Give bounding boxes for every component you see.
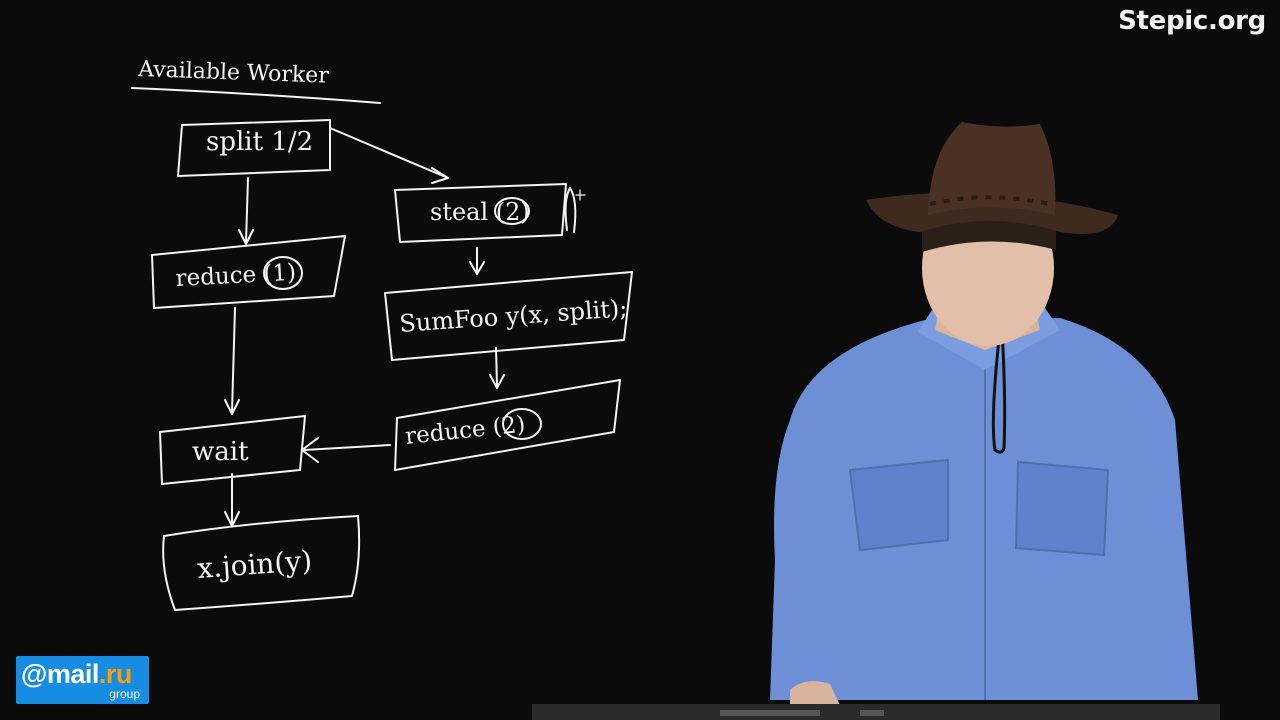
node-split-label: split 1/2 [206,127,313,157]
circle-1-reduce [263,256,303,290]
circle-2-steal [494,197,530,225]
arrow-sumfoo-reduce2 [495,347,498,387]
node-join-label: x.join(y) [196,544,313,585]
presenter-hat-crown [928,122,1056,215]
steal-mark [564,187,577,233]
mail-ru-group-logo: @mail.ru group [16,656,149,704]
wait-box [159,415,306,485]
mail-ru-suffix: .ru [98,659,133,689]
title-underline [131,87,381,104]
sumfoo-box [384,271,633,361]
mail-ru-wordmark: @mail.ru [21,659,132,690]
node-steal-label: steal (2) [430,198,530,226]
arrow-split-reduce1 [245,177,249,243]
node-wait-label: wait [192,437,249,467]
circle-2-reduce [502,408,542,440]
join-box [162,515,361,611]
reduce1-box [151,235,346,309]
arrow-split-steal [329,127,449,179]
arrow-reduce1-wait [231,307,236,413]
mail-ru-prefix: @mail [21,659,99,689]
stepic-watermark: Stepic.org [1118,6,1266,36]
reduce2-box [394,379,621,471]
steal-box [394,183,567,243]
arrow-reduce2-wait [303,444,391,451]
mail-ru-group-text: group [109,687,140,701]
node-reduce1-label: reduce (1) [175,260,297,292]
cursor-cross [575,189,586,201]
split-box [177,119,331,177]
